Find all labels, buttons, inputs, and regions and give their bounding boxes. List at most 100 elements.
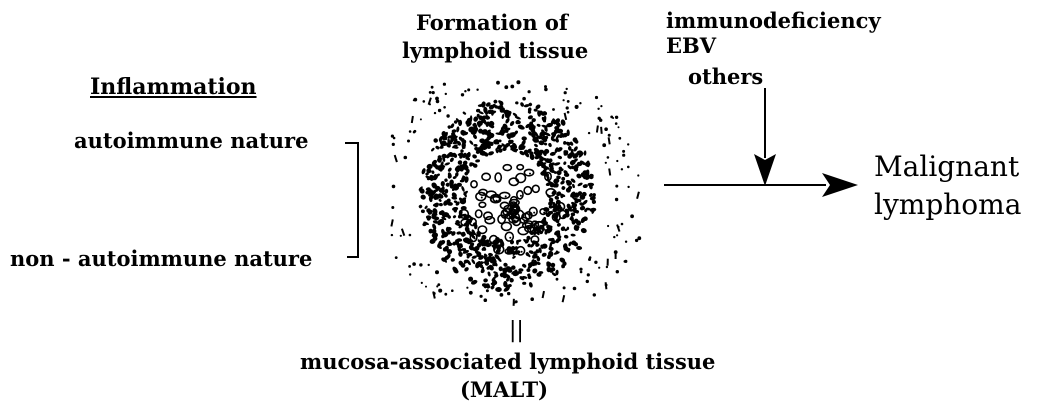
scatter-dash <box>609 169 610 176</box>
scatter-dot <box>480 295 483 298</box>
scatter-dot <box>617 226 619 228</box>
scatter-dot <box>595 96 598 99</box>
follicle-dot <box>570 233 576 236</box>
scatter-dot <box>615 116 618 119</box>
scatter-dash <box>565 113 567 120</box>
follicle-dot <box>456 126 460 132</box>
scatter-dash <box>563 295 565 302</box>
scatter-dot <box>615 185 618 188</box>
follicle-dot <box>509 120 515 127</box>
scatter-dot <box>616 234 618 236</box>
germinal-center-cell <box>524 187 531 195</box>
follicle-dot <box>521 263 527 268</box>
follicle-dot <box>487 150 494 156</box>
germinal-center-nucleus <box>505 214 507 216</box>
germinal-center-cell <box>495 173 501 182</box>
formation-label-line2: lymphoid tissue <box>402 38 588 63</box>
scatter-dot <box>552 108 555 111</box>
scatter-dot <box>466 287 468 289</box>
malt-label-line1: mucosa-associated lymphoid tissue <box>300 349 715 374</box>
germinal-center-cell <box>505 232 513 241</box>
scatter-dot <box>579 268 582 271</box>
follicle-dot <box>461 138 465 143</box>
scatter-dot <box>421 282 423 284</box>
scatter-dot <box>467 88 470 91</box>
follicle-dot <box>449 157 455 163</box>
follicle-dot <box>430 147 435 152</box>
scatter-dot <box>510 85 514 89</box>
scatter-dot <box>573 287 577 291</box>
follicle-dot <box>501 114 504 120</box>
scatter-dot <box>606 266 608 268</box>
scatter-dot <box>432 91 435 94</box>
follicle-dot <box>426 215 432 220</box>
scatter-dot <box>566 88 568 90</box>
follicle-dot <box>584 161 590 167</box>
scatter-dot <box>610 116 613 119</box>
outcome-label-line1: Malignant <box>874 150 1019 183</box>
outcome-label-line2: lymphoma <box>874 188 1021 221</box>
scatter-dash <box>609 137 610 144</box>
follicle-dot <box>505 117 511 124</box>
follicle-dot <box>536 123 541 127</box>
scatter-dot <box>409 234 412 237</box>
germinal-center-cell <box>516 174 526 183</box>
scatter-dot <box>391 135 394 138</box>
scatter-dot <box>594 261 597 264</box>
follicle-dot <box>522 282 526 285</box>
scatter-dash <box>395 155 397 162</box>
follicle-dot <box>528 250 534 255</box>
germinal-center-nucleus <box>499 249 501 251</box>
follicle-dot <box>564 246 569 251</box>
follicle-dot <box>561 185 566 190</box>
scatter-dot <box>461 93 464 96</box>
germinal-center-nucleus <box>464 214 466 216</box>
follicle-dot <box>450 258 455 262</box>
follicle-dot <box>515 119 521 125</box>
scatter-dot <box>627 143 629 145</box>
scatter-dash <box>606 282 607 289</box>
germinal-center-cell <box>478 226 486 233</box>
scatter-dash <box>637 192 639 199</box>
scatter-dot <box>423 100 426 103</box>
scatter-dot <box>429 91 432 94</box>
scatter-dot <box>496 81 500 85</box>
follicle-dot <box>495 287 502 292</box>
scatter-dot <box>507 292 510 295</box>
follicle-dot <box>433 137 439 143</box>
follicle-dot <box>487 271 491 277</box>
scatter-dot <box>580 271 583 274</box>
scatter-dot <box>627 166 630 169</box>
scatter-dot <box>622 150 625 153</box>
scatter-dot <box>625 241 627 243</box>
germinal-center-nucleus <box>533 212 535 214</box>
factors-arrow-head <box>754 154 776 186</box>
follicle-dot <box>541 252 547 258</box>
autoimmune-nature-label: autoimmune nature <box>74 128 308 153</box>
scatter-dot <box>622 154 625 157</box>
scatter-dot <box>420 118 422 120</box>
follicle-dot <box>548 205 552 209</box>
scatter-dot <box>605 162 607 164</box>
scatter-dash <box>391 219 392 226</box>
scatter-dot <box>621 168 623 170</box>
germinal-center-cell <box>479 202 486 207</box>
scatter-dot <box>504 85 508 89</box>
scatter-dash <box>402 229 404 236</box>
follicle-dot <box>577 182 583 187</box>
scatter-dot <box>566 106 569 109</box>
scatter-dot <box>627 186 629 188</box>
germinal-center-nucleus <box>529 173 531 175</box>
scatter-dot <box>637 174 639 176</box>
scatter-dot <box>544 88 548 92</box>
scatter-dot <box>602 143 606 147</box>
scatter-dot <box>635 239 638 242</box>
scatter-dot <box>528 90 531 93</box>
inflammation-heading: Inflammation <box>90 74 257 100</box>
scatter-dot <box>588 132 590 134</box>
follicle-dot <box>472 154 478 160</box>
follicle-dot <box>561 177 565 181</box>
malt-label-line2: (MALT) <box>460 377 548 402</box>
follicle-dot <box>460 231 466 237</box>
